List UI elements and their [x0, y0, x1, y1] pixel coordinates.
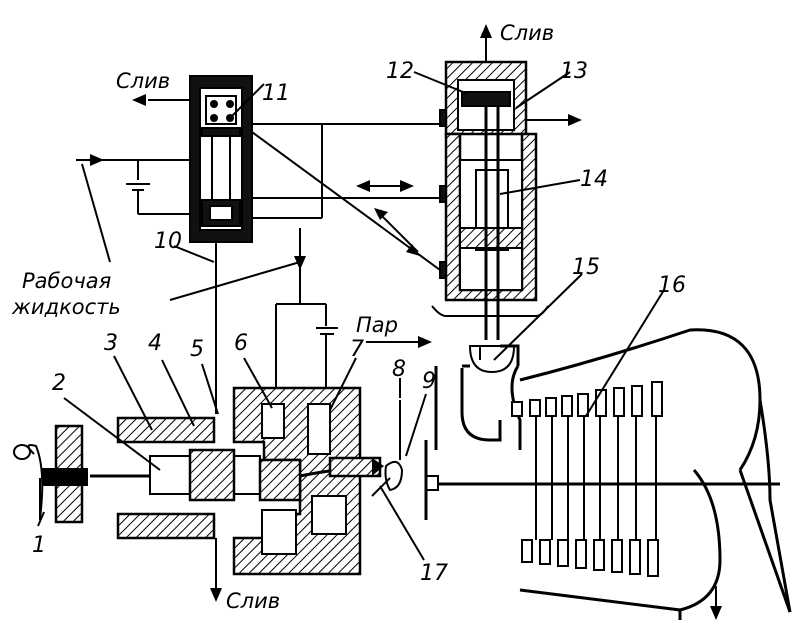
servomotor-14: [431, 60, 549, 340]
callout-15: 15: [572, 255, 600, 280]
callout-8: 8: [392, 357, 406, 382]
flapper-8: [371, 400, 404, 497]
callout-16: 16: [658, 273, 686, 298]
callout-6: 6: [234, 331, 248, 356]
working-fluid-label-2: жидкость: [11, 295, 121, 319]
callout-11: 11: [262, 81, 290, 106]
steam-label: Пар: [356, 313, 398, 337]
callout-4: 4: [148, 331, 162, 356]
callout-10: 10: [154, 229, 182, 254]
callout-1: 1: [32, 533, 46, 558]
callout-3: 3: [104, 331, 118, 356]
drain-label-bottom: Слив: [226, 589, 280, 613]
drain-label-left: Слив: [116, 69, 170, 93]
callout-2: 2: [52, 371, 66, 396]
callout-13: 13: [560, 59, 588, 84]
callout-14: 14: [580, 167, 608, 192]
flow-arrows: [90, 24, 722, 620]
callout-17: 17: [420, 561, 448, 586]
text-labels: Слив Слив Слив Рабочая жидкость Пар 1 2 …: [11, 21, 686, 613]
working-fluid-label-1: Рабочая: [22, 269, 111, 293]
pilot-valve-11: [189, 75, 253, 243]
steam-valve-15: [434, 344, 522, 450]
callout-12: 12: [386, 59, 414, 84]
turbine-16: [424, 328, 792, 620]
callout-9: 9: [422, 369, 436, 394]
governor-body: [13, 386, 384, 576]
callout-7: 7: [350, 337, 364, 362]
drain-label-top: Слив: [500, 21, 554, 45]
callout-5: 5: [190, 337, 204, 362]
